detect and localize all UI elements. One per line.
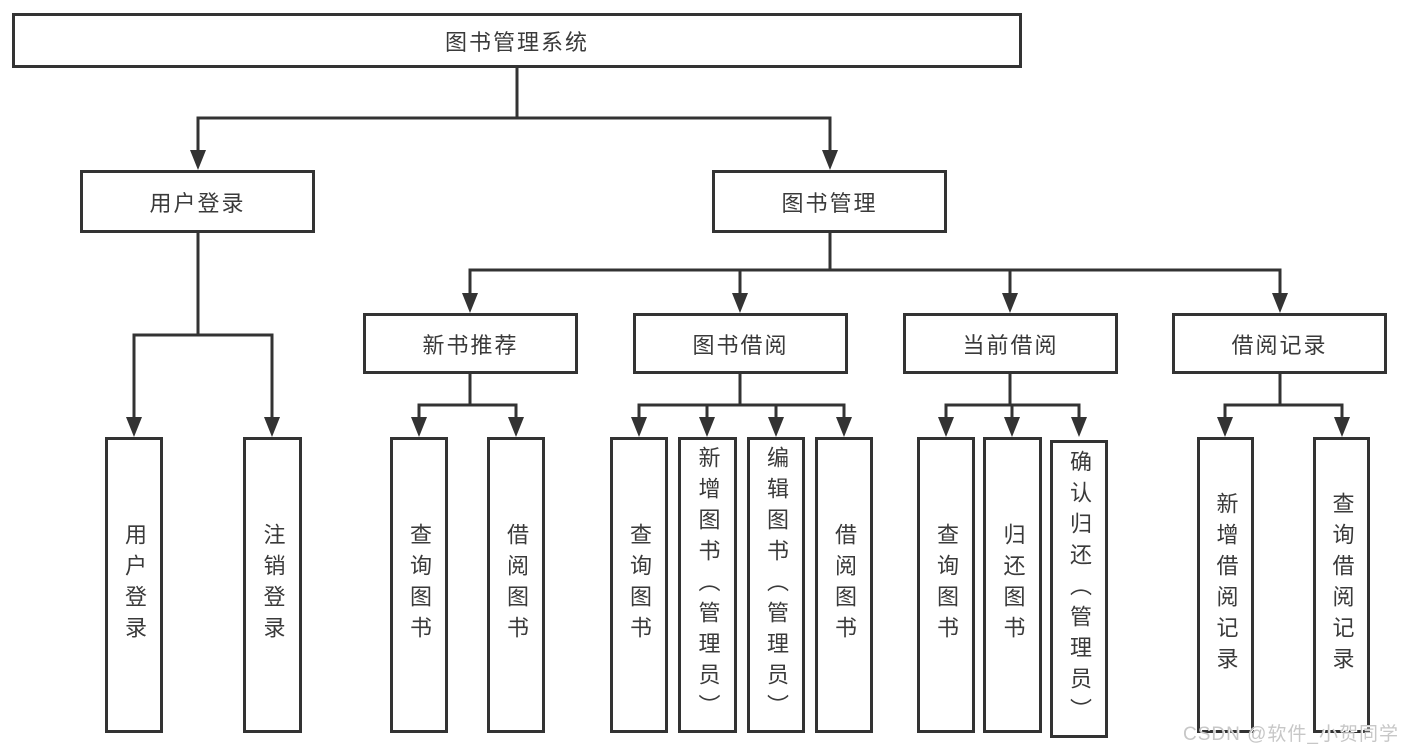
node-borrow-records: 借阅记录 (1172, 313, 1387, 374)
node-book-management-label: 图书管理 (781, 190, 878, 216)
leaf-borrow-books-label: 借阅图书 (832, 523, 857, 647)
node-book-borrow-label: 图书借阅 (692, 332, 789, 358)
leaf-add-books-admin: 新增图书（管理员） (678, 437, 737, 733)
leaf-edit-books-admin: 编辑图书（管理员） (747, 437, 805, 733)
leaf-add-borrow-record: 新增借阅记录 (1197, 437, 1254, 733)
node-root: 图书管理系统 (12, 13, 1022, 68)
node-user-login: 用户登录 (80, 170, 315, 233)
leaf-edit-books-admin-label: 编辑图书（管理员） (764, 445, 789, 725)
node-current-borrow-label: 当前借阅 (962, 332, 1059, 358)
leaf-add-books-admin-label: 新增图书（管理员） (695, 445, 721, 725)
leaf-query-borrow-record-label: 查询借阅记录 (1329, 492, 1355, 678)
csdn-watermark: CSDN @软件_小贺同学 (1183, 724, 1399, 745)
leaf-user-login-label: 用户登录 (122, 523, 147, 647)
leaf-borrow-books-recommend-label: 借阅图书 (504, 523, 529, 647)
leaf-borrow-books-recommend: 借阅图书 (487, 437, 545, 733)
node-new-book-recommend: 新书推荐 (363, 313, 578, 374)
leaf-return-books: 归还图书 (983, 437, 1042, 733)
leaf-query-books-current-label: 查询图书 (934, 523, 959, 647)
node-borrow-records-label: 借阅记录 (1231, 332, 1328, 358)
node-current-borrow: 当前借阅 (903, 313, 1118, 374)
node-book-borrow: 图书借阅 (633, 313, 848, 374)
node-root-label: 图书管理系统 (444, 29, 589, 55)
leaf-query-books-borrow: 查询图书 (610, 437, 668, 733)
node-new-book-recommend-label: 新书推荐 (422, 332, 519, 358)
node-book-management: 图书管理 (712, 170, 947, 233)
leaf-add-borrow-record-label: 新增借阅记录 (1213, 492, 1239, 678)
leaf-query-books-recommend: 查询图书 (390, 437, 448, 733)
leaf-confirm-return-admin: 确认归还（管理员） (1050, 440, 1108, 738)
leaf-query-books-borrow-label: 查询图书 (627, 523, 652, 647)
leaf-return-books-label: 归还图书 (1000, 523, 1026, 647)
leaf-query-books-current: 查询图书 (917, 437, 975, 733)
node-user-login-label: 用户登录 (149, 190, 246, 216)
leaf-query-borrow-record: 查询借阅记录 (1313, 437, 1370, 733)
leaf-query-books-recommend-label: 查询图书 (407, 523, 432, 647)
leaf-logout-label: 注销登录 (260, 523, 286, 647)
leaf-confirm-return-admin-label: 确认归还（管理员） (1067, 449, 1092, 729)
leaf-borrow-books: 借阅图书 (815, 437, 873, 733)
leaf-logout: 注销登录 (243, 437, 302, 733)
leaf-user-login: 用户登录 (105, 437, 163, 733)
